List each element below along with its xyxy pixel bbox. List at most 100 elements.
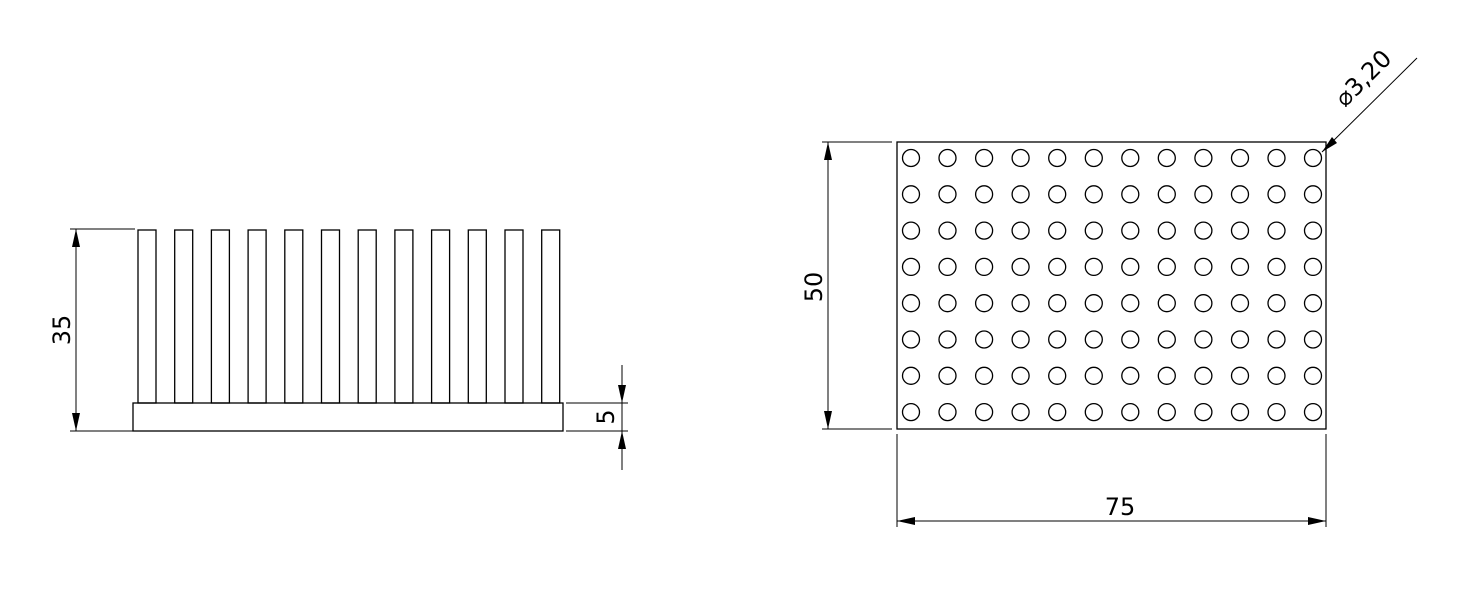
pin-hole	[974, 257, 994, 277]
pin-hole	[1267, 294, 1286, 313]
pin-hole	[1048, 294, 1067, 313]
pin-hole	[1157, 366, 1176, 385]
pin-hole	[938, 294, 957, 313]
pin-hole	[901, 221, 921, 240]
pin-hole	[1048, 148, 1067, 168]
pin-hole	[1230, 294, 1250, 313]
pin-hole	[1194, 330, 1213, 349]
pin-hole	[1230, 330, 1250, 349]
pin-hole	[1048, 330, 1067, 349]
pin-hole	[901, 402, 921, 422]
pin-fin	[504, 229, 524, 404]
pin-hole	[1194, 402, 1213, 422]
pin-hole	[1303, 402, 1323, 422]
pin-hole	[1084, 294, 1103, 313]
dimension-width: 75	[896, 434, 1327, 527]
pin-hole	[901, 148, 921, 168]
pin-hole	[1011, 330, 1030, 349]
pin-hole	[1303, 148, 1323, 168]
pin-hole	[1230, 402, 1250, 422]
pin-hole	[901, 330, 921, 349]
pin-hole	[1194, 148, 1213, 168]
pin-hole	[1157, 402, 1176, 422]
pin-hole	[1230, 257, 1250, 277]
pin-hole	[1157, 221, 1176, 240]
pin-hole	[1121, 330, 1140, 349]
pin-hole	[1121, 402, 1140, 422]
pin-fin	[284, 229, 304, 404]
pin-hole	[1303, 294, 1323, 313]
pin-hole	[1121, 257, 1140, 277]
top-plate-outline	[896, 141, 1327, 430]
pin-hole	[901, 294, 921, 313]
pin-hole	[1048, 185, 1067, 204]
pin-hole	[938, 148, 957, 168]
pin-hole	[901, 366, 921, 385]
pin-hole	[1121, 294, 1140, 313]
pin-hole	[1084, 221, 1103, 240]
dimension-height: 50	[800, 141, 892, 430]
dimension-label-75: 75	[1105, 493, 1136, 521]
pin-hole	[1011, 257, 1030, 277]
pin-hole	[1230, 148, 1250, 168]
pin-hole	[1121, 221, 1140, 240]
pin-hole	[974, 294, 994, 313]
pin-hole	[1230, 366, 1250, 385]
pin-hole	[1194, 257, 1213, 277]
dimension-base-thickness: 5	[566, 365, 628, 470]
pin-hole	[938, 221, 957, 240]
pin-hole	[1303, 257, 1323, 277]
pin-fin	[394, 229, 414, 404]
pin-hole	[1267, 185, 1286, 204]
pin-hole	[1194, 366, 1213, 385]
pin-hole	[1267, 257, 1286, 277]
pin-hole	[938, 257, 957, 277]
pin-hole	[938, 402, 957, 422]
pin-fin	[210, 229, 231, 404]
pin-fin	[357, 229, 377, 404]
pin-hole	[1303, 221, 1323, 240]
pin-hole	[1303, 185, 1323, 204]
pin-hole	[974, 366, 994, 385]
pin-hole	[1048, 366, 1067, 385]
dimension-label-5: 5	[592, 409, 620, 424]
pin-hole	[1011, 294, 1030, 313]
pin-hole	[1121, 366, 1140, 385]
pin-hole	[1084, 185, 1103, 204]
dimension-pin-diameter: ⌀3,20	[1321, 44, 1418, 153]
pin-hole	[1011, 185, 1030, 204]
pin-fin	[320, 229, 341, 404]
pin-hole	[1084, 257, 1103, 277]
pin-hole	[1194, 185, 1213, 204]
pin-hole	[1048, 402, 1067, 422]
pin-hole	[1011, 148, 1030, 168]
pin-hole	[1157, 185, 1176, 204]
pin-hole	[974, 221, 994, 240]
pin-hole	[1157, 257, 1176, 277]
pin-hole	[1303, 330, 1323, 349]
pin-hole	[901, 185, 921, 204]
pin-hole	[1267, 221, 1286, 240]
pin-hole	[1157, 148, 1176, 168]
pin-hole	[974, 185, 994, 204]
pin-hole	[1230, 221, 1250, 240]
pin-hole	[901, 257, 921, 277]
dimension-label-diameter: ⌀3,20	[1329, 44, 1397, 112]
pin-hole	[1194, 221, 1213, 240]
pin-hole	[1084, 148, 1103, 168]
pin-hole	[974, 402, 994, 422]
pin-hole	[1303, 366, 1323, 385]
pin-fin	[430, 229, 451, 404]
pin-fin	[541, 229, 561, 404]
pin-fin	[137, 229, 157, 404]
pin-hole	[938, 330, 957, 349]
pin-hole	[1084, 366, 1103, 385]
pin-hole	[1267, 330, 1286, 349]
pin-fin	[247, 229, 267, 404]
pin-hole	[1011, 221, 1030, 240]
pin-hole	[1267, 148, 1286, 168]
pin-hole	[974, 330, 994, 349]
dimension-label-35: 35	[48, 315, 76, 346]
pin-hole	[1011, 366, 1030, 385]
